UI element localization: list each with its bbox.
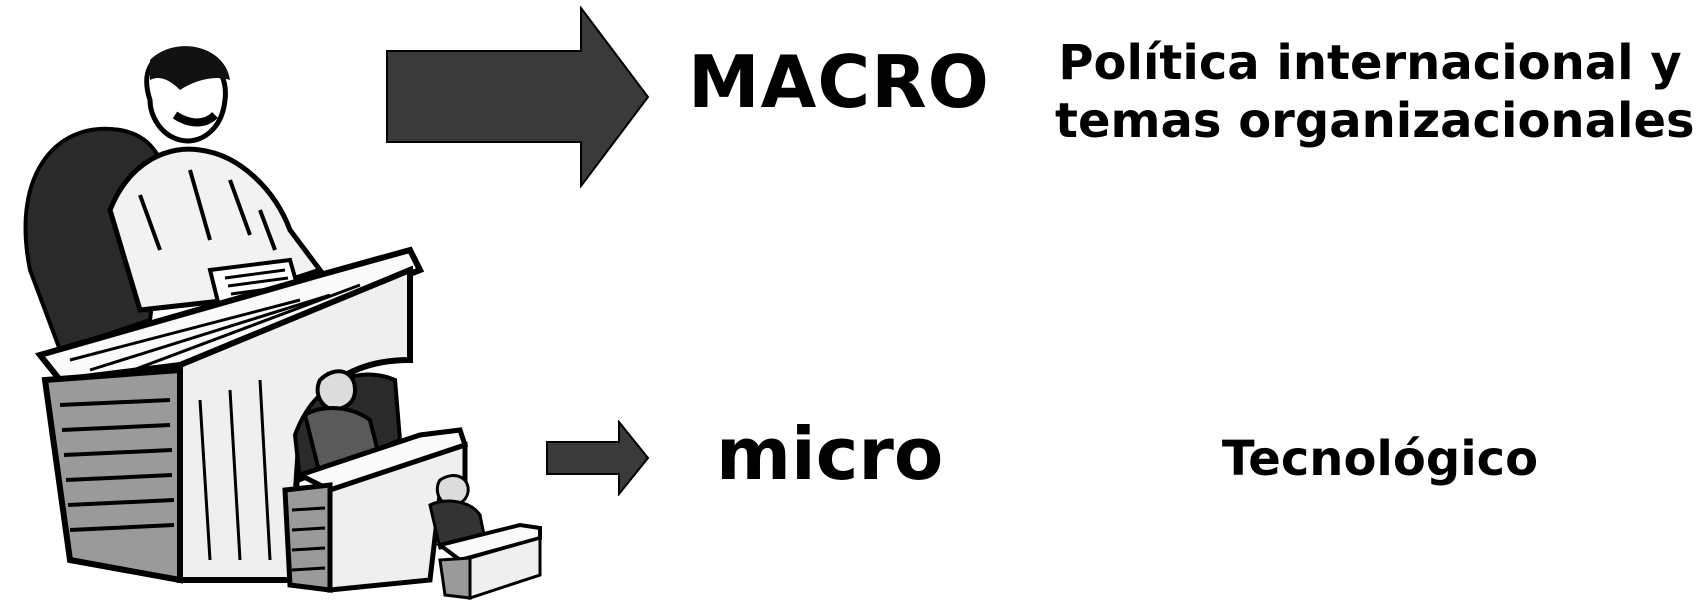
micro-description: Tecnológico — [1180, 430, 1580, 488]
macro-description: Política internacional y temas organizac… — [1055, 34, 1695, 150]
macro-level-label: MACRO — [688, 40, 990, 124]
macro-description-line-2: temas organizacionales — [1055, 93, 1695, 149]
desk-workers-woodcut-icon — [23, 46, 542, 600]
micro-description-line-1: Tecnológico — [1221, 431, 1539, 487]
micro-level-label: micro — [716, 412, 944, 496]
micro-arrow-icon — [546, 420, 650, 496]
macro-arrow-icon — [386, 6, 650, 188]
macro-description-line-1: Política internacional y — [1058, 35, 1682, 91]
